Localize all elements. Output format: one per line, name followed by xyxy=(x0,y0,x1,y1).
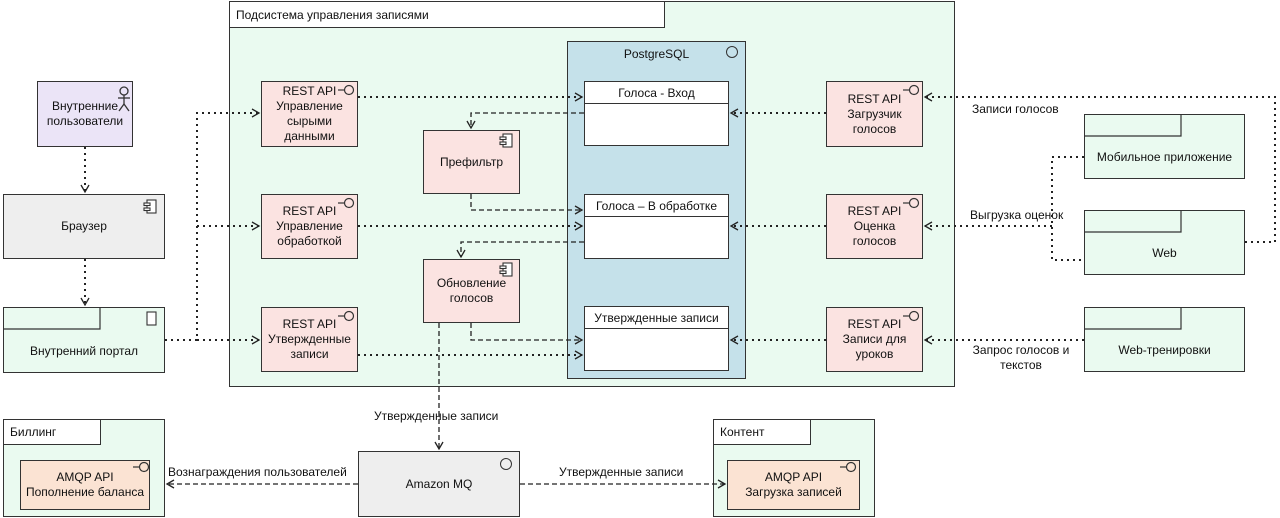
billing-amqp-node[interactable]: AMQP API Пополнение баланса xyxy=(20,460,150,510)
rest-voice-rating-name: Оценка голосов xyxy=(852,219,897,248)
rest-voice-loader-title: REST API xyxy=(847,91,902,106)
rest-lesson-records-node[interactable]: REST API Записи для уроков xyxy=(826,307,923,372)
rest-approved-name: Утвержденные записи xyxy=(268,332,351,361)
edge-label-request-voices: Запрос голосов и текстов xyxy=(972,343,1070,372)
web-node[interactable]: Web xyxy=(1084,210,1245,275)
postgres-title: PostgreSQL xyxy=(623,47,690,61)
billing-title-text: Биллинг xyxy=(10,425,57,439)
internal-portal-node[interactable]: Внутренний портал xyxy=(3,307,165,373)
mobile-app-node[interactable]: Мобильное приложение xyxy=(1084,114,1245,179)
subsystem-title-text: Подсистема управления записями xyxy=(236,7,429,22)
prefilter-label: Префильтр xyxy=(439,154,504,169)
prefilter-node[interactable]: Префильтр xyxy=(423,130,520,194)
edge-label-approved-right: Утвержденные записи xyxy=(559,465,684,479)
table-votes-processing-header[interactable]: Голоса – В обработке xyxy=(584,194,729,216)
edge-label-voice-records: Записи голосов xyxy=(972,102,1059,116)
rest-voice-loader-node[interactable]: REST API Загрузчик голосов xyxy=(826,81,923,147)
rest-voice-rating-title: REST API xyxy=(847,204,902,218)
postgres-interface-icon xyxy=(726,46,738,58)
content-amqp-title: AMQP API xyxy=(764,470,823,484)
rest-voice-rating-node[interactable]: REST API Оценка голосов xyxy=(826,194,923,259)
table-approved-records-body xyxy=(584,328,729,371)
table-approved-records-header[interactable]: Утвержденные записи xyxy=(584,306,729,328)
content-title-text: Контент xyxy=(720,425,765,439)
rest-raw-data-name: Управление сырыми данными xyxy=(276,99,343,143)
rest-processing-name: Управление обработкой xyxy=(276,219,343,248)
rest-approved-node[interactable]: REST API Утвержденные записи xyxy=(261,307,358,372)
amazon-mq-interface-icon xyxy=(500,458,512,470)
amazon-mq-label: Amazon MQ xyxy=(405,476,473,491)
billing-amqp-name: Пополнение баланса xyxy=(25,485,145,499)
billing-amqp-title: AMQP API xyxy=(56,470,114,484)
rest-voice-loader-name: Загрузчик голосов xyxy=(847,106,902,136)
rest-lesson-records-title: REST API xyxy=(847,317,902,331)
edge-label-approved-down: Утвержденные записи xyxy=(374,409,499,423)
table-votes-input-header[interactable]: Голоса - Вход xyxy=(584,81,729,103)
rest-lesson-records-name: Записи для уроков xyxy=(842,332,907,361)
browser-node[interactable]: Браузер xyxy=(3,194,165,259)
web-label: Web xyxy=(1152,246,1177,260)
table-votes-processing-body xyxy=(584,216,729,259)
internal-portal-label: Внутренний портал xyxy=(29,343,139,358)
rest-processing-node[interactable]: REST API Управление обработкой xyxy=(261,194,358,259)
edge-label-upload-ratings: Выгрузка оценок xyxy=(970,208,1064,222)
content-amqp-name: Загрузка записей xyxy=(745,485,842,499)
table-approved-records-label: Утвержденные записи xyxy=(594,310,719,325)
billing-title: Биллинг xyxy=(3,419,101,445)
internal-users-node[interactable]: Внутренние пользователи xyxy=(37,81,133,147)
content-amqp-node[interactable]: AMQP API Загрузка записей xyxy=(727,460,860,510)
subsystem-title: Подсистема управления записями xyxy=(229,1,665,28)
updater-node[interactable]: Обновление голосов xyxy=(423,259,520,323)
rest-processing-title: REST API xyxy=(282,204,337,218)
table-votes-processing-label: Голоса – В обработке xyxy=(595,198,717,213)
amazon-mq-node[interactable]: Amazon MQ xyxy=(358,451,520,517)
table-votes-input-body xyxy=(584,103,729,146)
updater-label: Обновление голосов xyxy=(436,276,507,305)
browser-label: Браузер xyxy=(61,219,107,233)
rest-raw-data-node[interactable]: REST API Управление сырыми данными xyxy=(261,81,358,147)
rest-approved-title: REST API xyxy=(282,317,337,331)
edge-label-rewards: Вознаграждения пользователей xyxy=(168,465,347,479)
content-title: Контент xyxy=(713,419,811,445)
rest-raw-data-title: REST API xyxy=(282,84,337,98)
web-training-label: Web-тренировки xyxy=(1118,343,1211,357)
mobile-app-label: Мобильное приложение xyxy=(1096,150,1233,164)
table-votes-input-label: Голоса - Вход xyxy=(618,85,695,100)
web-training-node[interactable]: Web-тренировки xyxy=(1084,307,1245,372)
internal-users-label: Внутренние пользователи xyxy=(46,99,124,128)
